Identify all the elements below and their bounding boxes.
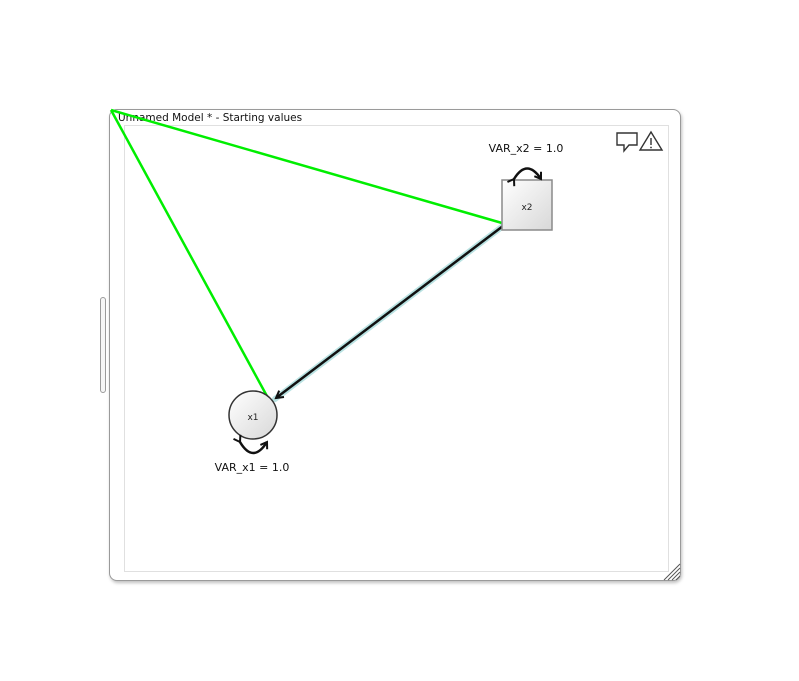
node-x1-label: x1 bbox=[247, 413, 258, 423]
side-collapse-handle[interactable] bbox=[100, 297, 106, 393]
selection-line-to-x1 bbox=[109, 109, 270, 399]
model-title: Unnamed Model * - Starting values bbox=[118, 112, 303, 124]
regression-path-x2-x1[interactable] bbox=[272, 223, 506, 402]
variance-arc-x1[interactable] bbox=[233, 434, 269, 455]
node-x1[interactable]: x1 bbox=[228, 390, 278, 440]
variance-label-x1: VAR_x1 = 1.0 bbox=[215, 461, 290, 474]
selection-line-to-x2 bbox=[110, 108, 503, 225]
selection-lines bbox=[109, 108, 503, 399]
model-window[interactable] bbox=[109, 109, 681, 581]
comment-icon[interactable] bbox=[616, 132, 638, 153]
node-x2[interactable]: x2 bbox=[501, 179, 553, 231]
node-x2-label: x2 bbox=[521, 203, 532, 213]
warning-icon[interactable] bbox=[638, 130, 664, 151]
variance-arc-x2[interactable] bbox=[507, 167, 543, 187]
diagram-area[interactable] bbox=[124, 125, 669, 572]
variance-label-x2: VAR_x2 = 1.0 bbox=[489, 142, 564, 155]
resize-grip-icon[interactable] bbox=[663, 563, 681, 581]
